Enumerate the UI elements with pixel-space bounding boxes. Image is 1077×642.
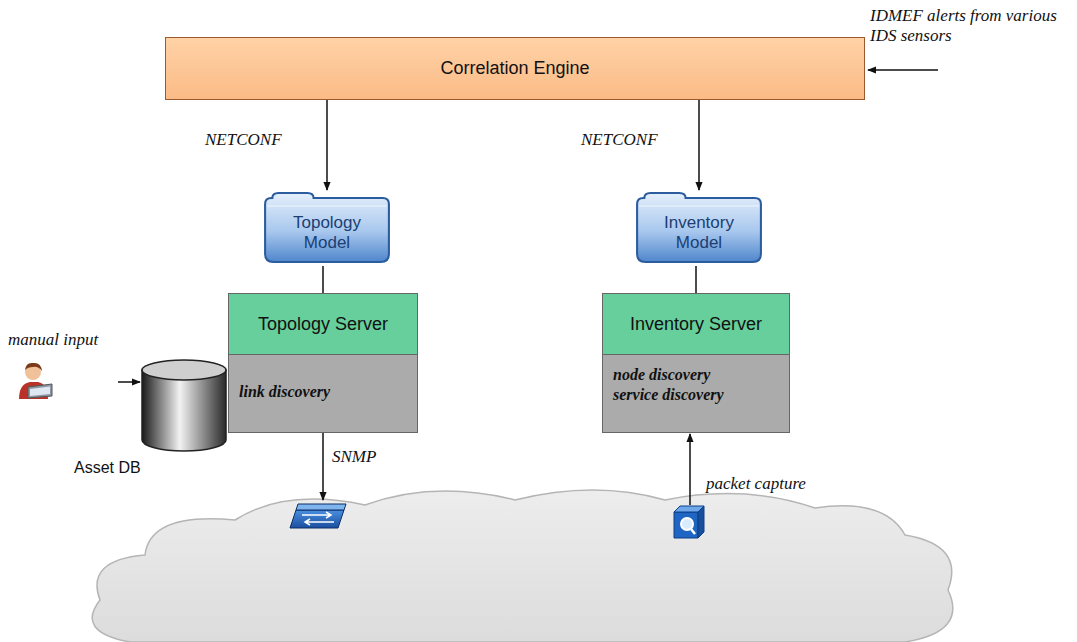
alert-arrow	[868, 69, 938, 71]
annotation-label: SNMP	[332, 447, 376, 467]
server-box: Inventory Server	[602, 293, 790, 355]
snmp-arrow	[322, 433, 324, 500]
actor-label: manual input	[8, 330, 116, 350]
capture-arrow	[689, 434, 691, 505]
database-label: Asset DB	[74, 459, 141, 477]
person-icon	[14, 360, 54, 400]
discovery-text: link discovery	[239, 382, 379, 402]
connector	[695, 266, 697, 293]
discovery-box: node discovery service discovery	[602, 355, 790, 433]
annotation-label: IDMEF alerts from various IDS sensors	[870, 6, 1070, 47]
server-box: Topology Server	[228, 293, 418, 355]
model-folder: Inventory Model	[634, 190, 764, 266]
network-cloud	[92, 490, 953, 642]
connector	[322, 266, 324, 293]
switch-icon	[290, 504, 346, 528]
server-title: Inventory Server	[630, 314, 762, 335]
discovery-box: link discovery	[228, 355, 418, 433]
model-title: Inventory Model	[640, 213, 758, 252]
server-title: Topology Server	[258, 314, 388, 335]
user-actor: manual input	[8, 330, 116, 394]
edge-label: NETCONF	[581, 130, 658, 150]
database-cylinder: Asset DB	[140, 358, 228, 454]
edge-label: NETCONF	[205, 130, 282, 150]
annotation-label: packet capture	[706, 474, 806, 494]
model-title: Topology Model	[268, 213, 386, 252]
connector	[326, 100, 328, 190]
discovery-text: node discovery service discovery	[613, 365, 753, 405]
connector	[698, 100, 700, 190]
connector	[118, 381, 140, 383]
engine-title: Correlation Engine	[440, 58, 589, 79]
capture-icon	[674, 506, 704, 538]
model-folder: Topology Model	[262, 190, 392, 266]
engine-box: Correlation Engine	[165, 37, 865, 100]
cylinder-shape	[140, 358, 228, 454]
